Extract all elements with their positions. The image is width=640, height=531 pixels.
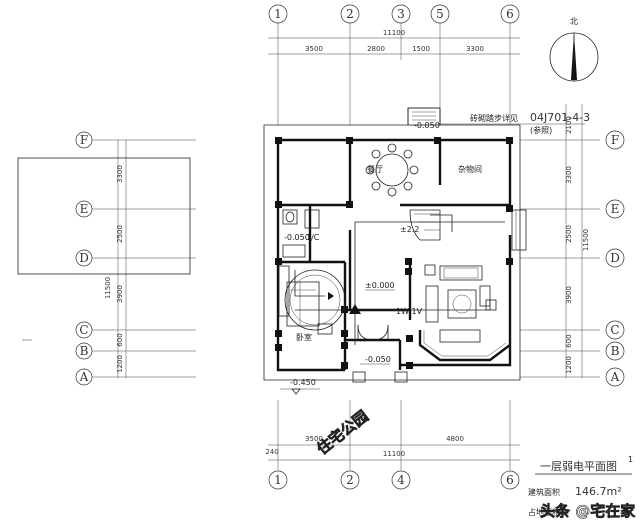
right-dim-2: 2500: [565, 225, 573, 243]
left-dim-total: 11500: [104, 277, 112, 299]
left-axis-B: B: [80, 344, 89, 358]
stair-code: 1W,1V: [396, 307, 423, 316]
walls: [276, 138, 512, 372]
right-axis-E: E: [611, 202, 620, 216]
detail-ref-text: 砖砌踏步详见: [470, 113, 518, 123]
level-0-000: ±0.000: [365, 281, 395, 290]
room-dining: 餐厅: [367, 165, 383, 174]
columns: [275, 137, 513, 369]
entry-doors: -0.050: [352, 324, 408, 383]
detail-ref-code: 04J701-4-3: [530, 111, 590, 124]
left-axis-D: D: [79, 251, 89, 265]
room-bedroom: 卧室: [296, 332, 312, 342]
area-value-1: 146.7m²: [575, 485, 622, 498]
left-axis-E: E: [80, 202, 89, 216]
drawing-scale: 1: [628, 455, 633, 464]
top-axis-6: 6: [506, 7, 514, 21]
left-dim-5: 1200: [116, 355, 124, 373]
bottom-axes: 3500 4800 240 11100 1 2 4 6: [265, 400, 520, 490]
bottom-dim-extra: 240: [265, 448, 278, 456]
stamp-watermark: 住宅公园: [313, 407, 372, 459]
right-axis-F: F: [611, 133, 619, 147]
bottom-dim-1: 3500: [305, 435, 323, 443]
level-entry: -0.050: [365, 355, 391, 364]
bedroom: 卧室: [278, 265, 346, 342]
bath-code: 1/C: [306, 233, 320, 242]
exterior-level: -0.450: [280, 378, 320, 395]
dining-table: 餐厅: [365, 143, 419, 197]
left-dim-1: 3300: [116, 165, 124, 183]
stair: ±2.2: [400, 209, 453, 241]
detail-reference: 砖砌踏步详见 04J701-4-3 (参照): [438, 111, 590, 135]
bottom-dim-2: 4800: [446, 435, 464, 443]
north-label: 北: [570, 17, 578, 26]
level-top: -0.050: [414, 121, 440, 130]
right-axis-D: D: [610, 251, 620, 265]
right-axis-B: B: [611, 344, 620, 358]
level-2-2: ±2.2: [400, 225, 419, 234]
drawing-title: 一层弱电平面图: [540, 460, 617, 473]
left-dim-2: 2500: [116, 225, 124, 243]
detail-ref-note: (参照): [530, 125, 552, 135]
left-dim-4: 600: [116, 333, 124, 346]
right-axis-C: C: [610, 323, 619, 337]
bottom-axis-4: 4: [397, 473, 405, 487]
area-label-1: 建筑面积: [528, 487, 560, 497]
top-dim-total: 11100: [383, 29, 405, 37]
right-dim-top: 2100: [565, 116, 573, 134]
top-axis-5: 5: [436, 7, 444, 21]
stamp-text: 住宅公园: [313, 407, 371, 458]
title-block: 一层弱电平面图 1 建筑面积 146.7m² 占地面积: [528, 455, 633, 517]
brand-watermark: 头条 @宅在家: [540, 502, 636, 521]
windows: [407, 107, 527, 251]
right-axis-A: A: [610, 370, 620, 384]
top-dim-4: 3300: [466, 45, 484, 53]
bottom-dim-total: 11100: [383, 450, 405, 458]
right-axes: 2100 3300 2500 3900 600 1200 11500 F E D…: [520, 104, 625, 387]
bottom-axis-1: 1: [274, 473, 282, 487]
level-bath: -0.050: [284, 233, 310, 242]
right-dim-3: 3900: [565, 286, 573, 304]
top-dim-3: 1500: [412, 45, 430, 53]
north-arrow: 北: [549, 17, 599, 82]
left-axis-A: A: [79, 370, 89, 384]
top-axis-1: 1: [274, 7, 282, 21]
brand-text: 头条 @宅在家: [540, 502, 635, 520]
area-label-2: 占地面积: [528, 507, 560, 517]
bottom-axis-6: 6: [506, 473, 514, 487]
wiring: 1W,1V: [294, 221, 505, 345]
top-axis-2: 2: [346, 7, 354, 21]
left-axis-F: F: [80, 133, 88, 147]
level-exterior: -0.450: [290, 378, 316, 387]
room-storage: 杂物间: [458, 164, 482, 174]
left-axis-C: C: [79, 323, 88, 337]
living-room: ±0.000: [365, 264, 497, 343]
top-dim-1: 3500: [305, 45, 323, 53]
bottom-axis-2: 2: [346, 473, 354, 487]
right-dim-4: 600: [565, 334, 573, 347]
top-dim-2: 2800: [367, 45, 385, 53]
top-axis-3: 3: [397, 7, 405, 21]
right-dim-5: 1200: [565, 356, 573, 374]
left-axis-bubbles: F E D C B A: [75, 131, 105, 386]
bathroom: -0.050 1/C: [282, 209, 320, 258]
right-dim-total: 11500: [582, 229, 590, 251]
left-side-view: 11500 3300 2500 3900 600 1200 F E D C B …: [17, 131, 196, 386]
left-dim-3: 3900: [116, 285, 124, 303]
right-dim-1: 3300: [565, 166, 573, 184]
top-axes: 1 2 3 5 6 11100 3500 2800 1500 3300: [268, 4, 520, 125]
